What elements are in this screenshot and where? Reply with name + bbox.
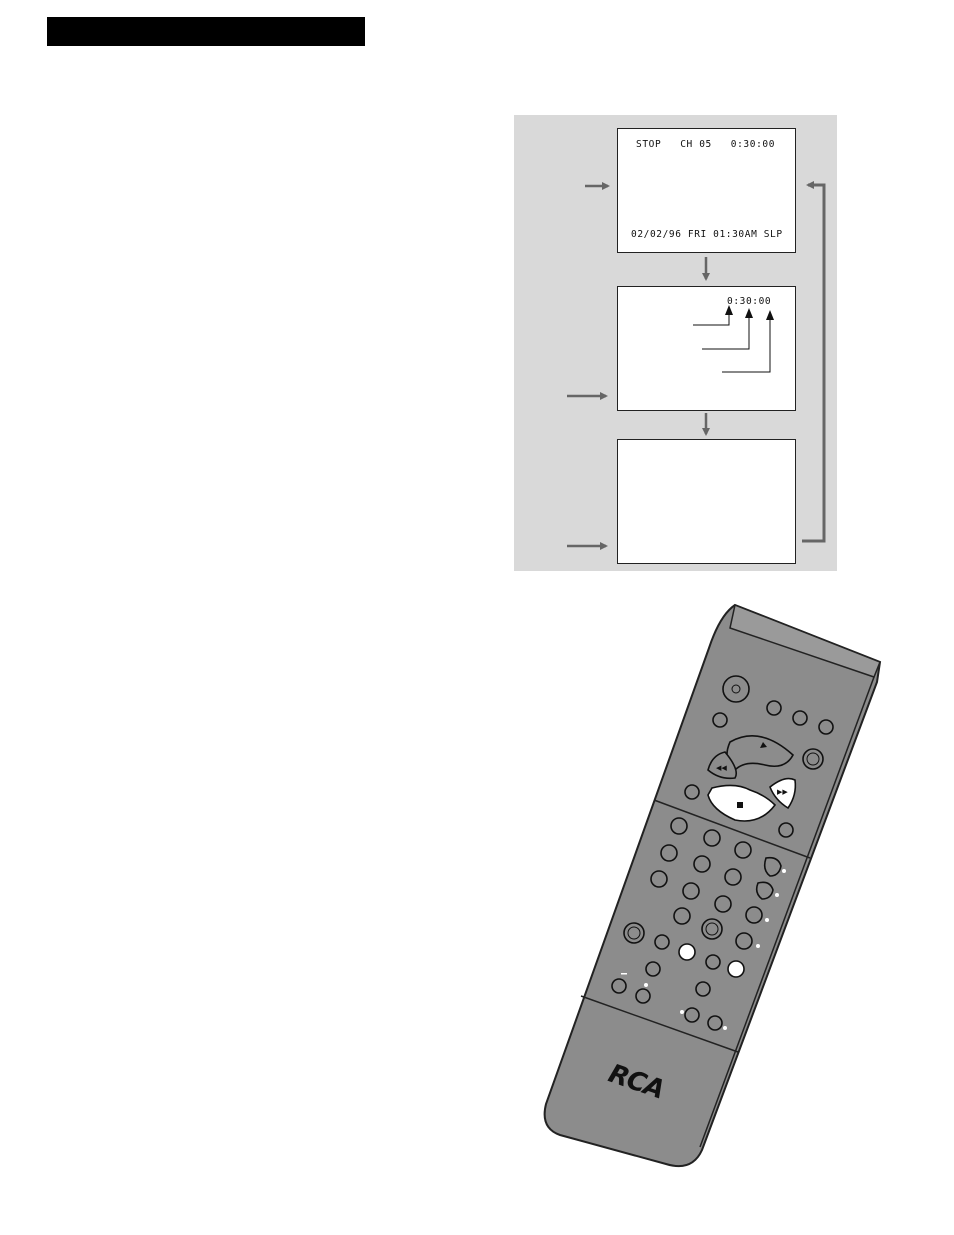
remote-button-ring xyxy=(705,922,719,936)
remote-button[interactable] xyxy=(714,895,732,913)
remote-button[interactable] xyxy=(650,870,668,888)
seconds-arrowhead xyxy=(766,310,774,320)
channel-down-button[interactable] xyxy=(755,881,774,900)
remote-button[interactable] xyxy=(645,961,661,977)
remote-button-ring xyxy=(806,752,820,766)
marker-dot xyxy=(765,918,769,922)
remote-button[interactable] xyxy=(654,934,670,950)
remote-button[interactable] xyxy=(724,868,742,886)
rewind-button[interactable] xyxy=(707,751,738,780)
remote-button[interactable] xyxy=(701,918,723,940)
remote-button[interactable] xyxy=(734,841,752,859)
remote-button[interactable] xyxy=(705,954,721,970)
tv-screen-blank xyxy=(617,439,796,564)
remote-button[interactable] xyxy=(712,712,728,728)
minutes-arrowhead xyxy=(745,308,753,318)
button-grid xyxy=(611,817,763,1031)
remote-button-white[interactable] xyxy=(678,943,696,961)
marker-dot xyxy=(782,869,786,873)
time-counter: 0:30:00 xyxy=(727,296,772,307)
remote-button[interactable] xyxy=(611,978,627,994)
remote-button[interactable] xyxy=(684,1007,700,1023)
remote-button[interactable] xyxy=(703,829,721,847)
rewind-icon: ◀◀ xyxy=(716,764,727,772)
remote-button[interactable] xyxy=(623,922,645,944)
remote-button[interactable] xyxy=(684,784,700,800)
remote-button[interactable] xyxy=(670,817,688,835)
hours-arrowhead xyxy=(725,305,733,315)
remote-button[interactable] xyxy=(792,710,808,726)
remote-button-white[interactable] xyxy=(727,960,745,978)
remote-button[interactable] xyxy=(660,844,678,862)
marker-dot xyxy=(680,1010,684,1014)
remote-button[interactable] xyxy=(635,988,651,1004)
remote-button[interactable] xyxy=(673,907,691,925)
remote-button-ring xyxy=(627,926,641,940)
power-button[interactable] xyxy=(722,675,750,703)
loop-back-arrow xyxy=(802,181,826,543)
remote-button[interactable] xyxy=(766,700,782,716)
channel-up-button[interactable] xyxy=(763,856,782,877)
marker-dot xyxy=(723,1026,727,1030)
hours-leader-arrow xyxy=(693,314,730,326)
marker-dash xyxy=(621,973,627,975)
stop-icon xyxy=(737,802,743,808)
seconds-leader-arrow xyxy=(722,319,771,373)
minutes-leader-arrow xyxy=(702,318,750,350)
remote-button[interactable] xyxy=(745,906,763,924)
power-icon xyxy=(731,684,741,694)
date-line: 02/02/96 FRI 01:30AM SLP xyxy=(631,229,783,240)
marker-dot xyxy=(775,893,779,897)
tv-screen-status: STOP CH 05 0:30:00 02/02/96 FRI 01:30AM … xyxy=(617,128,796,253)
fast-forward-button[interactable] xyxy=(769,777,797,810)
button-markers xyxy=(621,869,786,1030)
remote-button[interactable] xyxy=(693,855,711,873)
remote-button[interactable] xyxy=(707,1015,723,1031)
remote-button[interactable] xyxy=(818,719,834,735)
remote-button[interactable] xyxy=(778,822,794,838)
remote-side-edge xyxy=(699,676,875,1148)
remote-body xyxy=(543,603,882,1168)
remote-button[interactable] xyxy=(682,882,700,900)
section-header-bar xyxy=(47,17,365,46)
remote-divider-2 xyxy=(580,995,739,1053)
status-line: STOP CH 05 0:30:00 xyxy=(636,139,776,150)
remote-divider-1 xyxy=(653,799,811,859)
remote-button[interactable] xyxy=(802,748,824,770)
play-icon xyxy=(760,742,767,748)
fast-forward-icon: ▶▶ xyxy=(777,788,788,796)
remote-button[interactable] xyxy=(695,981,711,997)
marker-dot xyxy=(756,944,760,948)
marker-dot xyxy=(644,983,648,987)
remote-button[interactable] xyxy=(735,932,753,950)
